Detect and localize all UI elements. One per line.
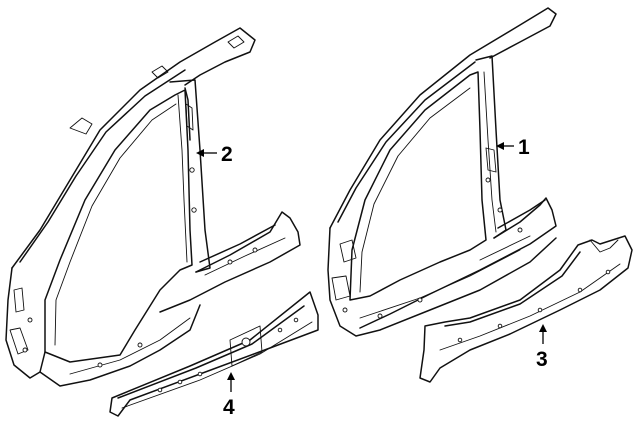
- part-4-rocker-reinforcement: [109, 291, 319, 417]
- callout-2: 2: [196, 143, 233, 166]
- callout-3-label: 3: [536, 348, 548, 371]
- part-2-inner-body-side: [5, 27, 301, 387]
- callout-3: 3: [536, 324, 548, 371]
- callout-1-label: 1: [518, 136, 530, 159]
- callout-4-label: 4: [223, 396, 235, 419]
- part-3-rocker-reinforcement: [419, 235, 633, 383]
- part-1-outer-body-side: [327, 7, 557, 337]
- callout-1: 1: [496, 136, 530, 159]
- callout-4: 4: [223, 372, 235, 419]
- callout-2-label: 2: [221, 143, 233, 166]
